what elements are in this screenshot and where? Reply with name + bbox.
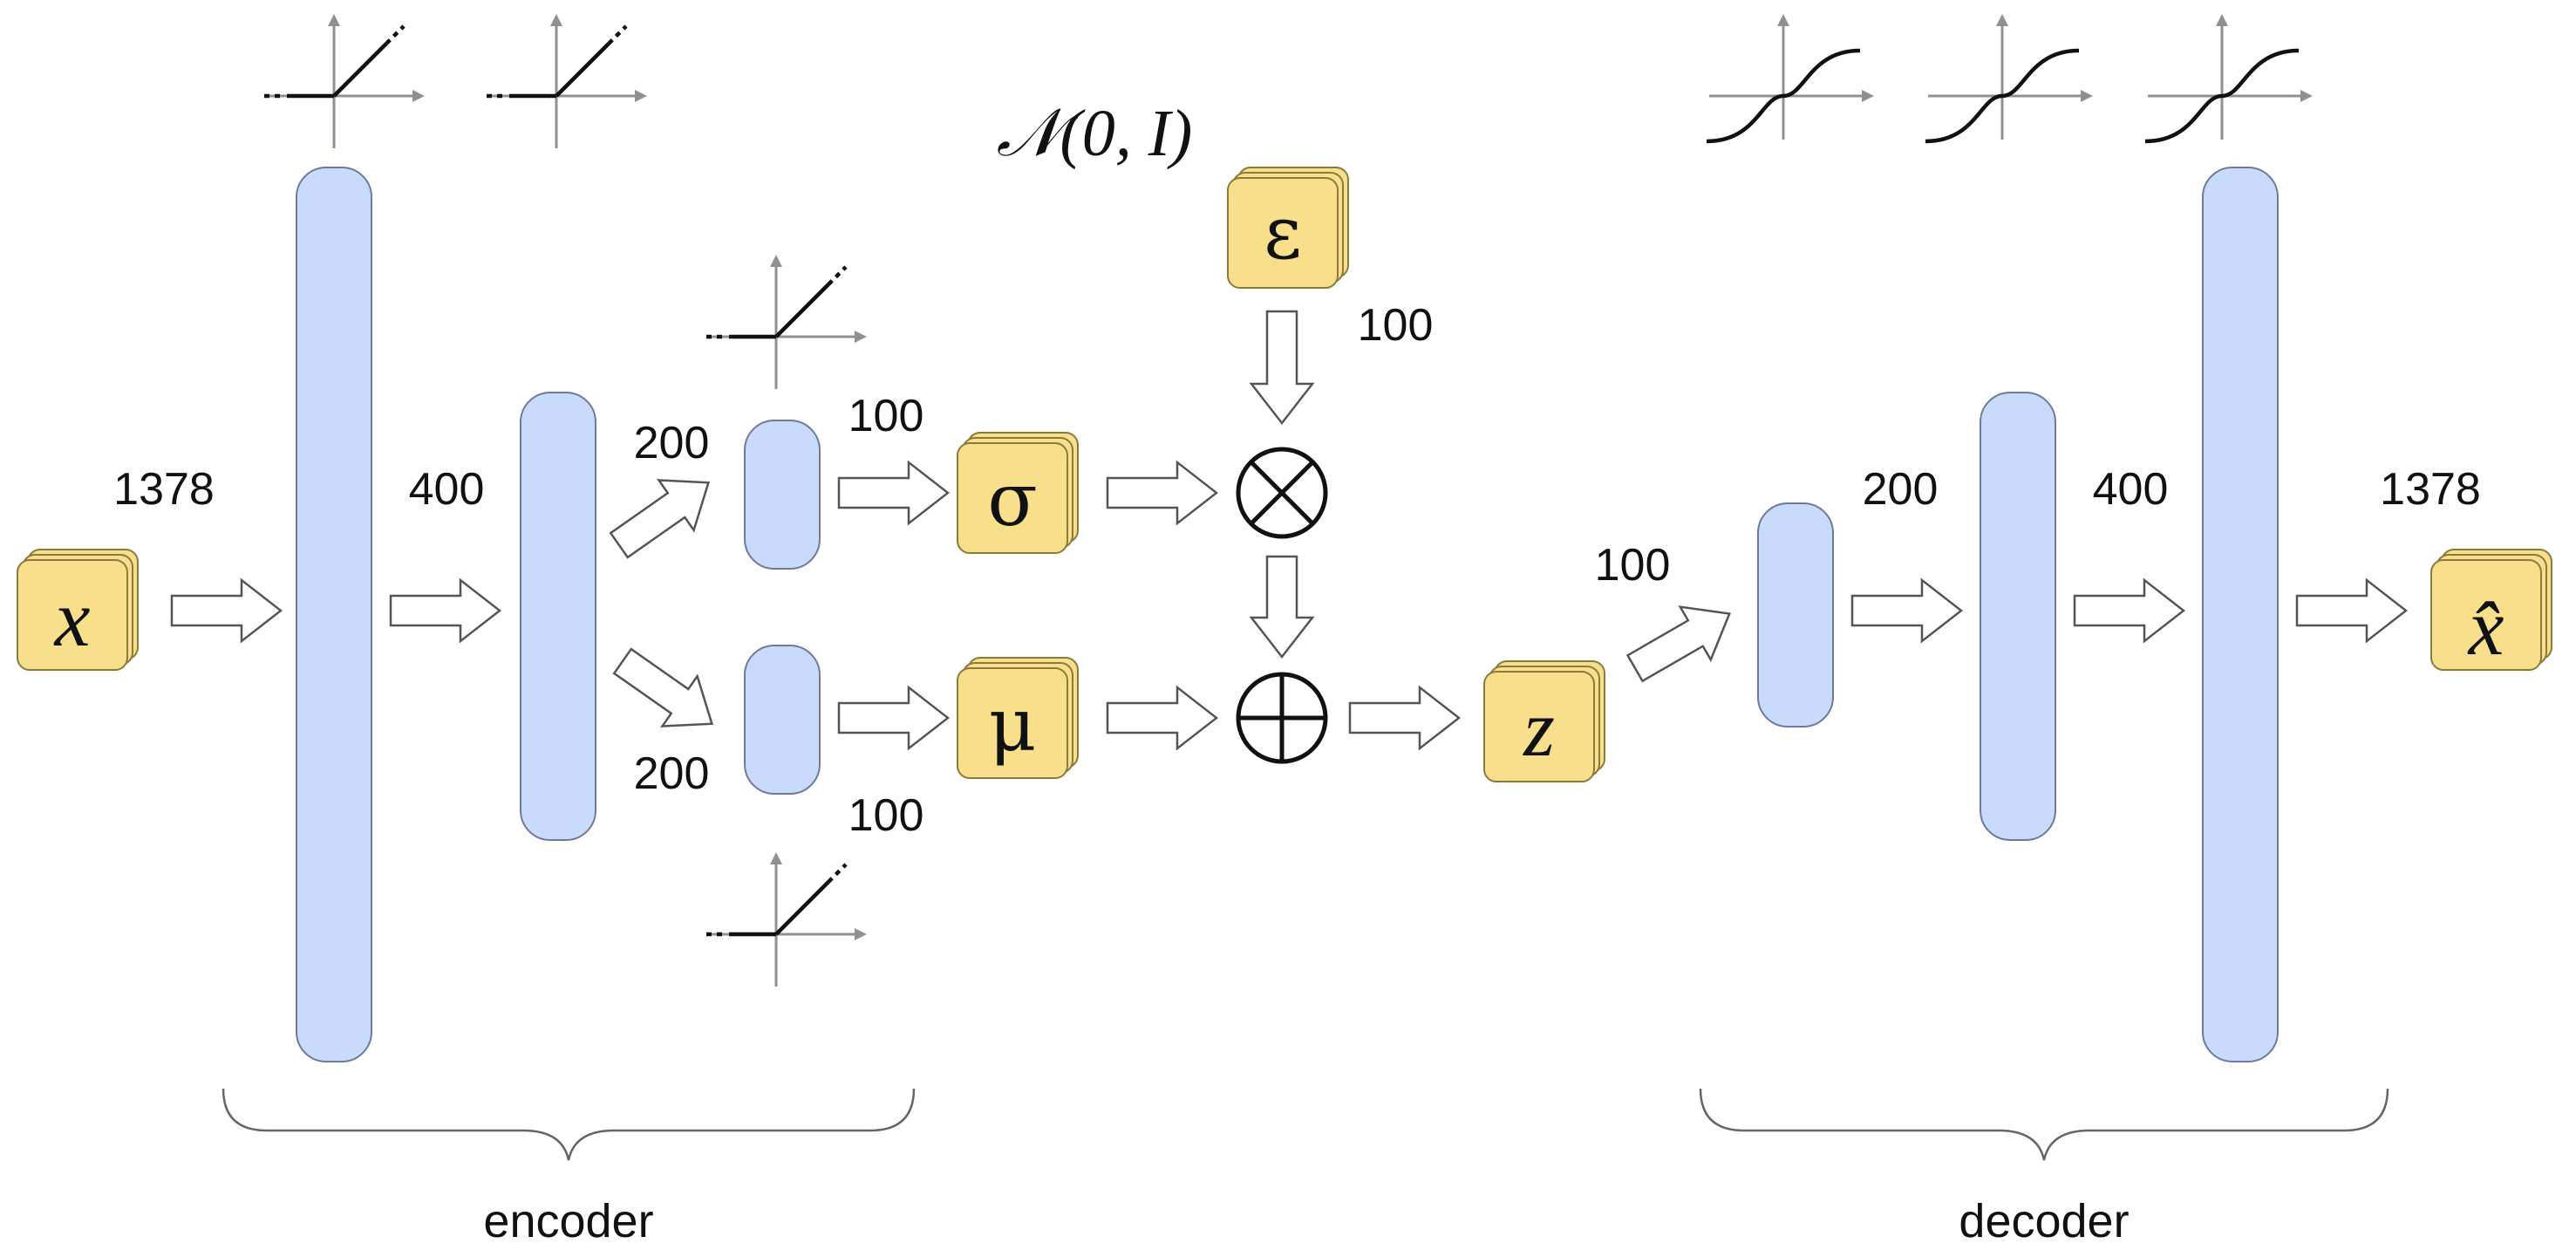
decoder-layer-2 [1980,392,2056,841]
dim-label-latent: 100 [1595,540,1671,591]
sigmoid-icon [1707,14,1874,141]
sigmoid-icon [1925,14,2093,141]
arrow-right [1348,685,1462,751]
arrow-right [389,577,502,644]
arrow-right [1106,460,1219,526]
dim-label-output: 1378 [2380,464,2481,515]
relu-icon [487,14,647,148]
noise-distribution-label: 𝒩(0, I) [997,97,1193,170]
dim-label-input: 1378 [113,464,215,515]
dim-label-sigma: 100 [848,391,924,441]
input-x-symbol: x [53,574,91,663]
arrow-right [2073,577,2186,644]
decoder-layer-3 [2202,167,2279,1062]
mu-hidden-layer [744,645,821,795]
relu-icon [706,852,867,987]
dim-label-decoder-layer-2: 400 [2093,464,2169,515]
arrow-right [1106,685,1219,751]
arrow-right [2295,577,2409,644]
relu-icon [706,255,867,389]
arrow-right [1850,577,1964,644]
encoder-label: encoder [483,1195,653,1247]
arrow-diagonal-up [609,479,711,559]
arrow-right [837,685,951,751]
dim-label-epsilon: 100 [1358,300,1434,351]
output-x-hat-symbol: x̂ [2467,583,2504,672]
arrow-right [837,460,951,526]
multiply-operator [1236,447,1328,539]
dim-label-mu-hidden: 200 [634,748,710,799]
encoder-brace [221,1088,916,1161]
arrow-right [170,577,283,644]
dim-label-encoder-layer-1: 400 [409,464,485,515]
sigmoid-icon [2145,14,2313,141]
encoder-layer-1 [296,167,372,1062]
decoder-brace [1699,1088,2389,1161]
encoder-layer-2 [520,392,596,841]
dim-label-mu: 100 [848,790,924,841]
epsilon-symbol: ε [1264,190,1302,276]
latent-z-symbol: z [1522,684,1555,773]
decoder-layer-1 [1757,502,1834,728]
sigma-hidden-layer [744,420,821,570]
mu-symbol: μ [989,682,1037,768]
dim-label-sigma-hidden: 200 [634,418,710,468]
sigma-symbol: σ [987,457,1037,543]
decoder-label: decoder [1959,1195,2129,1247]
dim-label-decoder-layer-1: 200 [1863,464,1939,515]
add-operator [1236,672,1328,764]
arrow-down [1249,555,1315,659]
arrow-down [1249,310,1315,426]
arrow-diagonal-down [612,647,714,728]
relu-icon [264,14,425,148]
arrow-diagonal-up [1625,605,1732,683]
